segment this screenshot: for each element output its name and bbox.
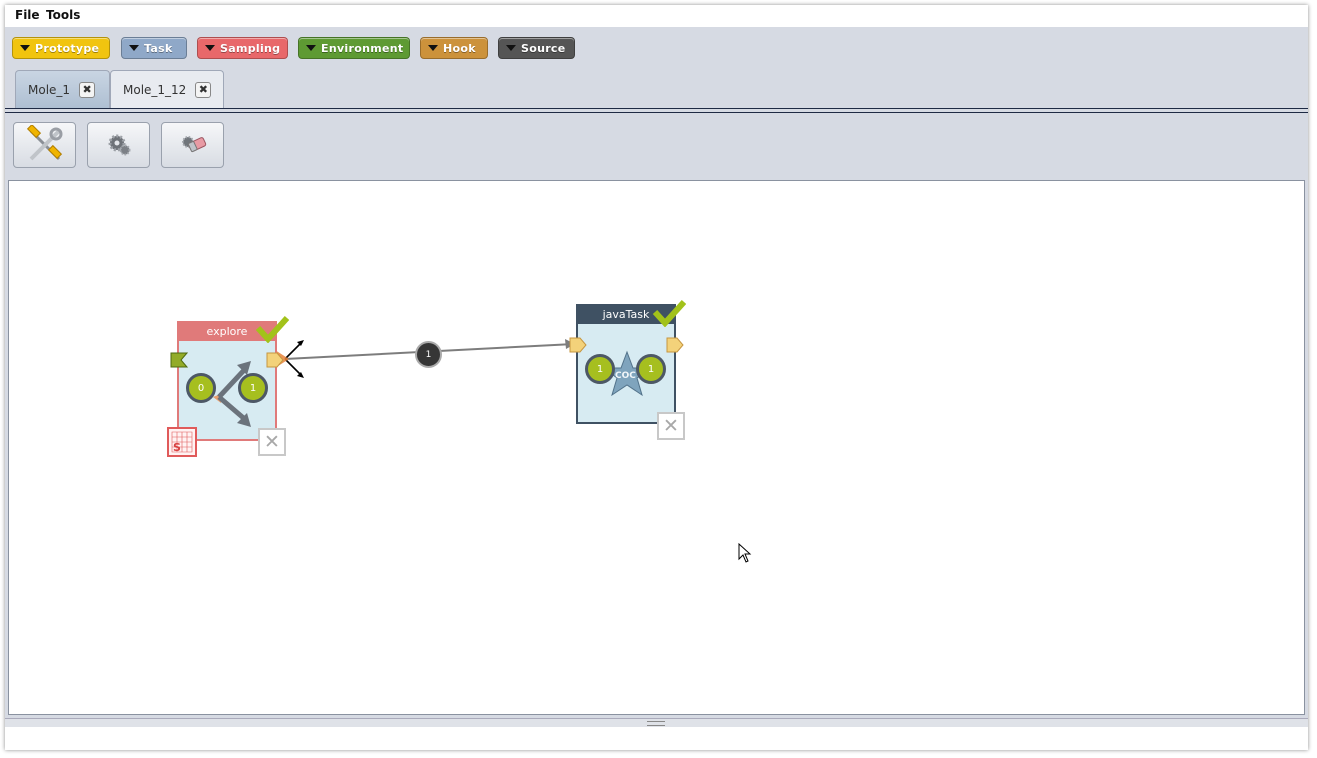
close-icon[interactable]: ✖ xyxy=(79,81,96,98)
transition-slot-badge[interactable]: 1 xyxy=(415,341,442,368)
remove-capsule-button[interactable]: ✕ xyxy=(657,412,685,440)
dropdown-arrow-icon xyxy=(129,45,139,51)
menu-tools[interactable]: Tools xyxy=(46,8,81,22)
sampling-button[interactable]: Sampling xyxy=(197,37,288,59)
capsule-explore[interactable]: explore 0 1 xyxy=(177,321,277,441)
dropdown-arrow-icon xyxy=(306,45,316,51)
remove-capsule-button[interactable]: ✕ xyxy=(258,428,286,456)
capsule-title: explore xyxy=(179,323,275,341)
input-port-flag-icon[interactable] xyxy=(170,352,188,368)
dropdown-arrow-icon xyxy=(205,45,215,51)
tab-divider xyxy=(5,108,1308,113)
hook-label: Hook xyxy=(443,41,476,55)
svg-text:S: S xyxy=(173,441,181,454)
output-slot[interactable]: 1 xyxy=(238,373,268,403)
output-port-icon[interactable] xyxy=(266,352,284,368)
output-slot[interactable]: 1 xyxy=(636,354,666,384)
sampling-icon[interactable]: S xyxy=(167,427,197,457)
build-tools-icon xyxy=(26,125,62,161)
exploration-arrows-icon xyxy=(213,361,251,427)
eraser-icon xyxy=(181,136,206,153)
workflow-canvas[interactable]: 1 explore 0 1 xyxy=(8,180,1305,715)
input-slot[interactable]: 1 xyxy=(585,354,615,384)
remove-icon: ✕ xyxy=(663,415,679,437)
dropdown-arrow-icon xyxy=(428,45,438,51)
build-button[interactable] xyxy=(13,122,76,168)
task-button[interactable]: Task xyxy=(121,37,187,59)
close-icon[interactable]: ✖ xyxy=(195,81,212,98)
mouse-cursor-icon xyxy=(738,543,752,563)
environment-label: Environment xyxy=(321,41,404,55)
capsule-javatask[interactable]: javaTask COC 1 1 xyxy=(576,304,676,424)
tab-mole-1[interactable]: Mole_1 ✖ xyxy=(15,70,110,108)
source-label: Source xyxy=(521,41,566,55)
application-window: File Tools Prototype Task Sampling Envir… xyxy=(5,5,1308,750)
sampling-label: Sampling xyxy=(220,41,281,55)
tab-label: Mole_1 xyxy=(28,82,71,97)
capsule-title: javaTask xyxy=(578,306,674,324)
source-button[interactable]: Source xyxy=(498,37,575,59)
valid-check-icon xyxy=(652,299,686,327)
splitter-grip-icon[interactable] xyxy=(647,721,665,726)
tab-label: Mole_1_12 xyxy=(123,82,187,97)
input-slot[interactable]: 0 xyxy=(186,373,216,403)
dropdown-arrow-icon xyxy=(506,45,516,51)
menu-file[interactable]: File xyxy=(15,8,40,22)
task-label: Task xyxy=(144,41,173,55)
transition-line xyxy=(275,339,575,378)
prototype-label: Prototype xyxy=(35,41,100,55)
remove-icon: ✕ xyxy=(264,431,280,453)
dropdown-arrow-icon xyxy=(20,45,30,51)
status-bar xyxy=(5,727,1308,750)
eraser-button[interactable] xyxy=(161,122,224,168)
svg-text:COC: COC xyxy=(615,371,636,381)
settings-button[interactable] xyxy=(87,122,150,168)
valid-check-icon xyxy=(255,315,289,343)
input-port-icon[interactable] xyxy=(569,337,587,353)
prototype-button[interactable]: Prototype xyxy=(12,37,110,59)
environment-button[interactable]: Environment xyxy=(298,37,410,59)
menu-bar: File Tools xyxy=(5,5,1308,27)
output-port-icon[interactable] xyxy=(666,337,684,353)
hook-button[interactable]: Hook xyxy=(420,37,488,59)
settings-gears-icon xyxy=(108,134,130,156)
tab-mole-1-12[interactable]: Mole_1_12 ✖ xyxy=(110,70,224,108)
